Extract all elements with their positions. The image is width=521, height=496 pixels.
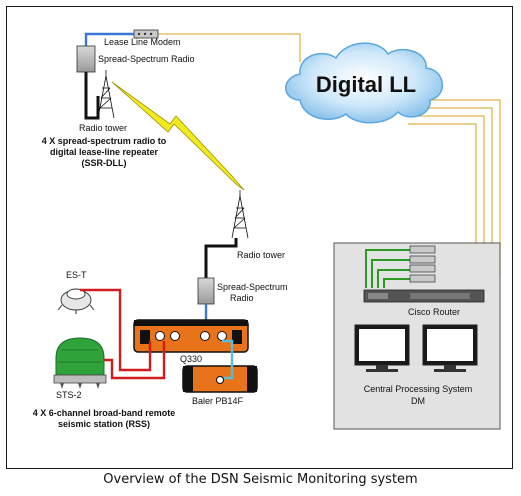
green-links bbox=[365, 249, 410, 288]
es-t-label: ES-T bbox=[66, 270, 87, 280]
digital-ll-cloud: Digital LL bbox=[285, 42, 444, 124]
q330-label: Q330 bbox=[180, 354, 202, 364]
modem-stack bbox=[409, 245, 436, 283]
field-tower-label: Radio tower bbox=[237, 250, 285, 260]
modem-label: Lease Line Modem bbox=[104, 37, 181, 47]
power-cable-top bbox=[84, 72, 100, 120]
es-t-cable bbox=[80, 288, 152, 372]
top-tower-label: Radio tower bbox=[79, 123, 127, 133]
top-radio-label: Spread-Spectrum Radio bbox=[98, 54, 195, 64]
monitor-right bbox=[422, 324, 478, 372]
serial-cable bbox=[222, 339, 234, 380]
sts-2-cable bbox=[104, 341, 166, 380]
central-processing-panel: Cisco Router Central Processing System D… bbox=[333, 242, 501, 430]
radio-tower-field bbox=[231, 190, 249, 239]
cps-label-2: DM bbox=[411, 396, 425, 406]
sts-2-label: STS-2 bbox=[56, 390, 82, 400]
figure-frame bbox=[6, 6, 513, 469]
top-caption-line-1: 4 X spread-spectrum radio to bbox=[42, 136, 167, 146]
baler-pb14f bbox=[182, 365, 258, 393]
cloud-label: Digital LL bbox=[316, 72, 416, 97]
ethernet-cable-top bbox=[84, 32, 134, 46]
figure-caption: Overview of the DSN Seismic Monitoring s… bbox=[103, 472, 418, 487]
monitor-left bbox=[354, 324, 410, 372]
es-t-sensor bbox=[57, 288, 95, 314]
baler-label: Baler PB14F bbox=[192, 396, 244, 406]
top-site: Lease Line Modem Spread-Spectrum Radio R… bbox=[42, 29, 195, 168]
field-caption-line-1: 4 X 6-channel broad-band remote bbox=[33, 408, 176, 418]
sts-2-sensor bbox=[53, 337, 107, 389]
q330-digitizer bbox=[133, 319, 249, 353]
top-caption-line-2: digital lease-line repeater bbox=[50, 147, 159, 157]
top-caption-line-3: (SSR-DLL) bbox=[82, 158, 127, 168]
power-cable-field bbox=[204, 238, 238, 278]
spread-spectrum-radio-top bbox=[76, 45, 96, 73]
field-site: Radio tower Spread-Spectrum Radio Q330 bbox=[33, 190, 288, 429]
router-label: Cisco Router bbox=[408, 307, 460, 317]
cps-label-1: Central Processing System bbox=[364, 384, 473, 394]
field-caption-line-2: seismic station (RSS) bbox=[58, 419, 150, 429]
spread-spectrum-radio-field bbox=[197, 277, 215, 305]
radio-link-bolt bbox=[111, 81, 245, 191]
field-radio-label-2: Radio bbox=[230, 293, 254, 303]
cisco-router bbox=[363, 289, 485, 303]
radio-tower-top bbox=[97, 70, 115, 119]
field-radio-label-1: Spread-Spectrum bbox=[217, 282, 288, 292]
